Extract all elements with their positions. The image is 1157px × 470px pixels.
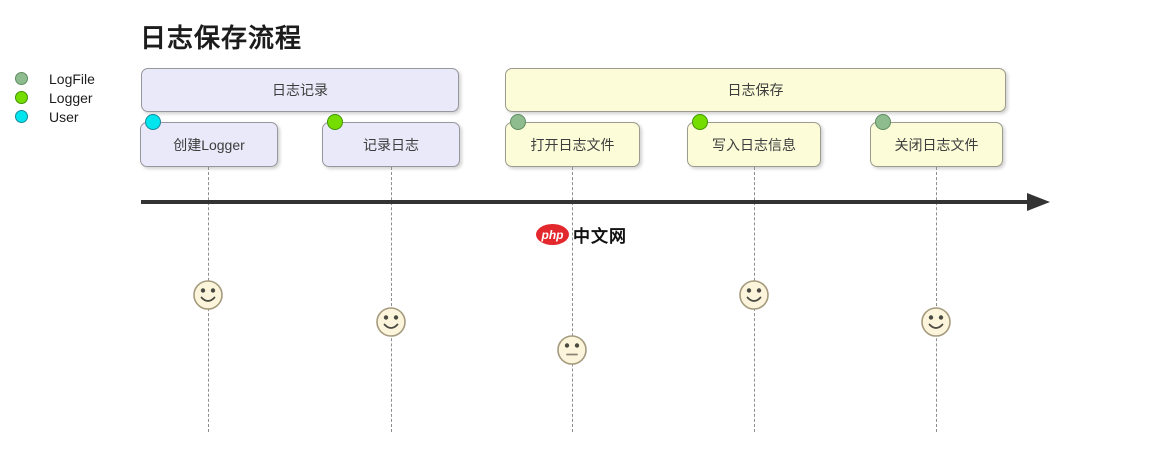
step-label: 关闭日志文件 [894,136,979,153]
step-box-close-logfile: 关闭日志文件 [870,114,1003,167]
lifeline-dashed [572,167,573,432]
group-label: 日志保存 [727,82,784,98]
step-box-record-log: 记录日志 [322,114,460,167]
legend: LogFile Logger User [15,69,95,126]
timeline-axis [141,200,1029,204]
legend-label-logfile: LogFile [49,70,95,87]
step-label: 打开日志文件 [530,136,615,153]
legend-item-logger: Logger [15,88,95,107]
logger-actor-dot-icon [327,114,343,130]
step-label: 写入日志信息 [712,136,796,153]
logger-actor-dot-icon [692,114,708,130]
php-site-watermark: php 中文网 [536,222,627,247]
smiley-happy-icon [376,307,406,337]
step-label: 记录日志 [363,136,419,153]
legend-label-user: User [49,108,79,125]
smiley-happy-icon [193,280,223,310]
logfile-dot-icon [15,72,28,85]
legend-item-logfile: LogFile [15,69,95,88]
lifeline-dashed [936,167,937,432]
step-box-open-logfile: 打开日志文件 [505,114,640,167]
step-box-write-loginfo: 写入日志信息 [687,114,821,167]
group-label: 日志记录 [272,82,328,98]
step-box-create-logger: 创建Logger [140,114,278,167]
page-title: 日志保存流程 [140,23,303,53]
logfile-actor-dot-icon [510,114,526,130]
step-label: 创建Logger [173,136,245,153]
user-dot-icon [15,110,28,123]
group-box-log-save: 日志保存 [505,68,1006,112]
group-box-log-record: 日志记录 [141,68,459,112]
smiley-happy-icon [739,280,769,310]
watermark-text: 中文网 [573,227,627,246]
php-logo-badge-icon: php [536,224,569,245]
lifeline-dashed [391,167,392,432]
logfile-actor-dot-icon [875,114,891,130]
smiley-happy-icon [921,307,951,337]
timeline-arrowhead-icon [1027,193,1050,211]
logger-dot-icon [15,91,28,104]
legend-label-logger: Logger [49,89,93,106]
smiley-neutral-icon [557,335,587,365]
legend-item-user: User [15,107,95,126]
user-actor-dot-icon [145,114,161,130]
